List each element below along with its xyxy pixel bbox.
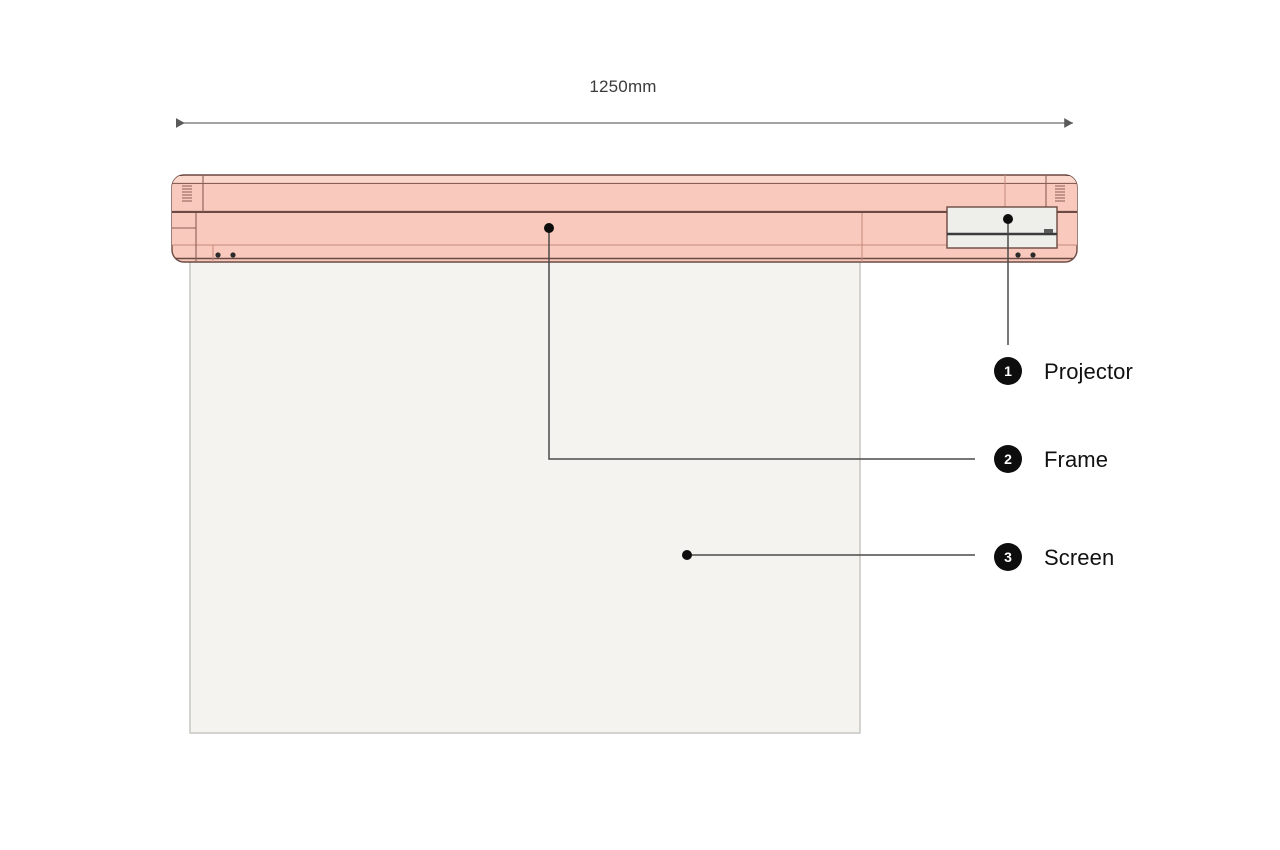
legend: 1 Projector 2 Frame 3 Screen <box>994 357 1133 571</box>
frame-screw-right-a <box>1015 252 1021 258</box>
legend-badge-1 <box>994 357 1022 385</box>
legend-badge-number-1: 1 <box>1004 363 1012 379</box>
callout-leaders <box>544 214 1013 560</box>
leader-line-frame <box>548 228 975 460</box>
legend-badge-number-2: 2 <box>1004 451 1012 467</box>
legend-label-frame: Frame <box>1044 447 1108 472</box>
frame-internal-detail <box>172 175 1077 262</box>
projector-housing <box>946 206 1058 249</box>
legend-label-screen: Screen <box>1044 545 1114 570</box>
screen-part <box>189 257 861 734</box>
dimension-label: 1250mm <box>589 77 656 96</box>
frame-part <box>171 174 1078 263</box>
frame-screw-left-b <box>230 252 236 258</box>
dimension-group: 1250mm <box>176 77 1073 128</box>
screen-surface <box>189 257 861 734</box>
frame-upper-chamber <box>172 184 1077 212</box>
projector-module <box>946 206 1058 249</box>
frame-screw-right-b <box>1030 252 1036 258</box>
legend-badge-3 <box>994 543 1022 571</box>
callout-dot-projector <box>1003 214 1013 224</box>
projector-indicator <box>1044 229 1053 233</box>
frame-lower-chamber <box>172 213 1077 245</box>
vent-grille-left-icon <box>182 185 192 202</box>
vent-grille-right-icon <box>1055 185 1065 202</box>
legend-item-projector[interactable]: 1 Projector <box>994 357 1133 385</box>
legend-badge-2 <box>994 445 1022 473</box>
callout-dot-frame <box>544 223 554 233</box>
frame-top-highlight <box>172 176 1077 184</box>
legend-label-projector: Projector <box>1044 359 1133 384</box>
callout-dot-screen <box>682 550 692 560</box>
legend-item-screen[interactable]: 3 Screen <box>994 543 1114 571</box>
legend-badge-number-3: 3 <box>1004 549 1012 565</box>
legend-item-frame[interactable]: 2 Frame <box>994 445 1108 473</box>
frame-screw-left-a <box>215 252 221 258</box>
